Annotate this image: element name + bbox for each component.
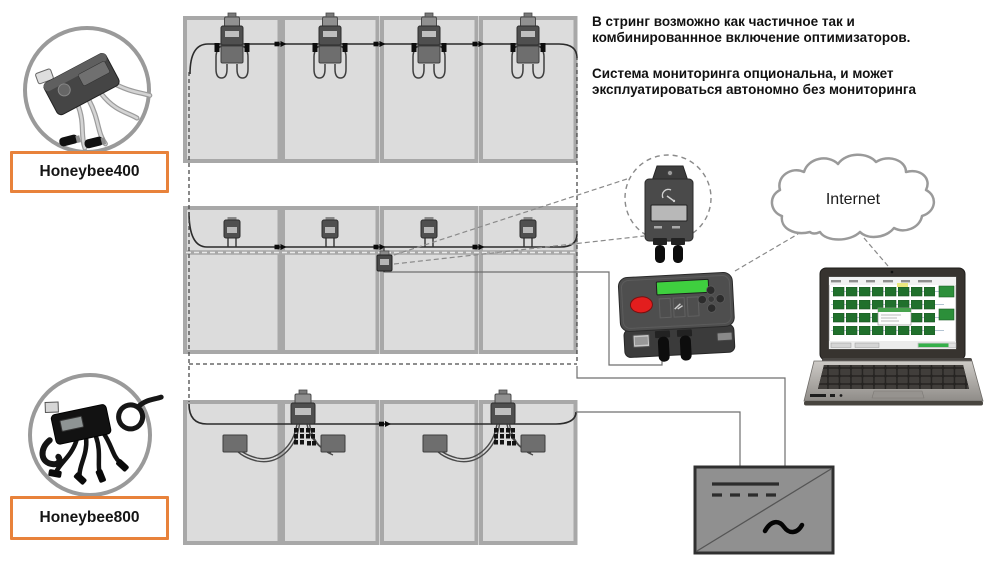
dpad-buttons[interactable]	[697, 285, 725, 313]
cable-gland	[653, 238, 667, 263]
laptop-front-edge	[804, 401, 983, 406]
label-honeybee800: Honeybee800	[10, 496, 169, 540]
gateway-red-button[interactable]	[629, 296, 653, 314]
inverter	[693, 465, 835, 555]
internet-cloud: Internet	[770, 153, 935, 241]
antenna-gland	[676, 329, 693, 361]
zoom-callout-line	[393, 235, 645, 265]
label-honeybee400: Honeybee400	[10, 151, 169, 193]
laptop-ports	[810, 394, 843, 397]
inverter-diagonal	[696, 468, 832, 552]
string-comms-device	[376, 247, 393, 272]
solar-panel	[183, 206, 282, 354]
laptop	[803, 267, 984, 406]
pv-row-2	[183, 206, 578, 354]
note-string-config: В стринг возможно как частичное так и ко…	[592, 14, 911, 45]
monitoring-gateway	[617, 271, 736, 362]
dc-line-to-inverter-1	[576, 366, 786, 466]
cloud-to-laptop-line	[863, 237, 889, 267]
laptop-touchpad[interactable]	[871, 390, 925, 399]
antenna-gland	[654, 330, 671, 362]
solar-panel	[183, 400, 282, 545]
solar-panel	[380, 400, 479, 545]
dc-line-to-inverter-2	[576, 411, 741, 466]
label-honeybee400-text: Honeybee400	[39, 163, 140, 180]
selected-panel-highlight	[897, 283, 908, 287]
note-monitoring-optional: Система мониторинга опциональна, и может…	[592, 66, 917, 97]
gateway-lcd	[655, 278, 710, 296]
annotation-notes: В стринг возможно как частичное так и ко…	[592, 14, 1000, 118]
antenna-icon	[661, 188, 676, 203]
inverter-status-box	[938, 308, 955, 321]
solar-panel	[479, 16, 578, 163]
callout-lines	[393, 177, 889, 272]
cloud-label: Internet	[826, 191, 881, 208]
webcam-icon	[890, 270, 894, 274]
tooltip-popup	[877, 307, 912, 326]
inverter-status-box	[938, 285, 955, 298]
cable-gland	[671, 238, 685, 263]
pv-array	[183, 16, 578, 545]
comms-device-magnified	[644, 165, 694, 263]
gateway-to-cloud-line	[734, 233, 799, 272]
monitoring-app	[829, 277, 957, 349]
pv-grid-icon	[658, 296, 700, 319]
ac-symbol	[762, 520, 805, 535]
zoom-callout-line	[393, 177, 631, 256]
honeybee800-badge	[28, 373, 164, 497]
honeybee400-badge	[23, 26, 153, 154]
label-honeybee800-text: Honeybee800	[39, 509, 140, 526]
